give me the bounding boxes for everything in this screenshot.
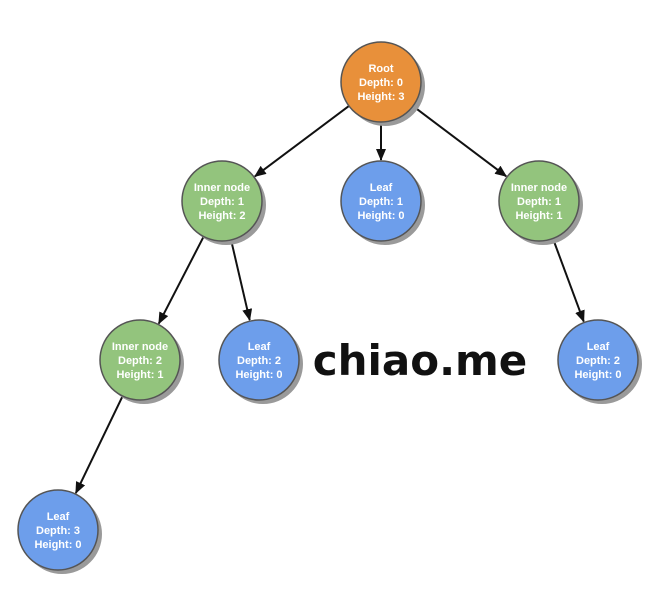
node-circle: [218, 319, 300, 401]
node-circle: [17, 489, 99, 571]
node-label-line: Depth: 2: [237, 355, 281, 367]
node-label-line: Height: 0: [357, 210, 404, 222]
node-label-line: Leaf: [248, 341, 271, 353]
node-label-line: Height: 1: [515, 210, 562, 222]
edge-root-n3: [412, 105, 508, 178]
node-label-line: Leaf: [370, 182, 393, 194]
node-label-line: Height: 1: [116, 369, 163, 381]
node-label-line: Height: 2: [198, 210, 245, 222]
node-label-line: Inner node: [511, 182, 567, 194]
node-circle: [340, 160, 422, 242]
node-circle: [99, 319, 181, 401]
node-label-line: Depth: 1: [517, 196, 561, 208]
node-label-line: Depth: 0: [359, 77, 403, 89]
node-circle: [557, 319, 639, 401]
node-label-line: Height: 3: [357, 91, 404, 103]
node-label-line: Depth: 3: [36, 525, 80, 537]
node-label-line: Inner node: [194, 182, 250, 194]
node-label-line: Height: 0: [34, 539, 81, 551]
edge-n3-n6: [551, 238, 585, 323]
node-label-line: Height: 0: [235, 369, 282, 381]
edges-layer: [74, 105, 585, 494]
node-label-line: Depth: 2: [118, 355, 162, 367]
node-circle: [340, 41, 422, 123]
node-circle: [181, 160, 263, 242]
node-label-line: Depth: 1: [359, 196, 403, 208]
edge-n4-n7: [74, 395, 124, 494]
node-circle: [498, 160, 580, 242]
edge-n1-n4: [157, 236, 205, 325]
edge-n1-n5: [230, 239, 253, 322]
edge-root-n1: [254, 105, 350, 178]
node-label-line: Depth: 2: [576, 355, 620, 367]
node-label-line: Root: [368, 63, 393, 75]
watermark-text: chiao.me: [313, 336, 528, 385]
node-label-line: Height: 0: [574, 369, 621, 381]
node-label-line: Leaf: [47, 511, 70, 523]
node-label-line: Leaf: [587, 341, 610, 353]
node-label-line: Inner node: [112, 341, 168, 353]
node-label-line: Depth: 1: [200, 196, 244, 208]
